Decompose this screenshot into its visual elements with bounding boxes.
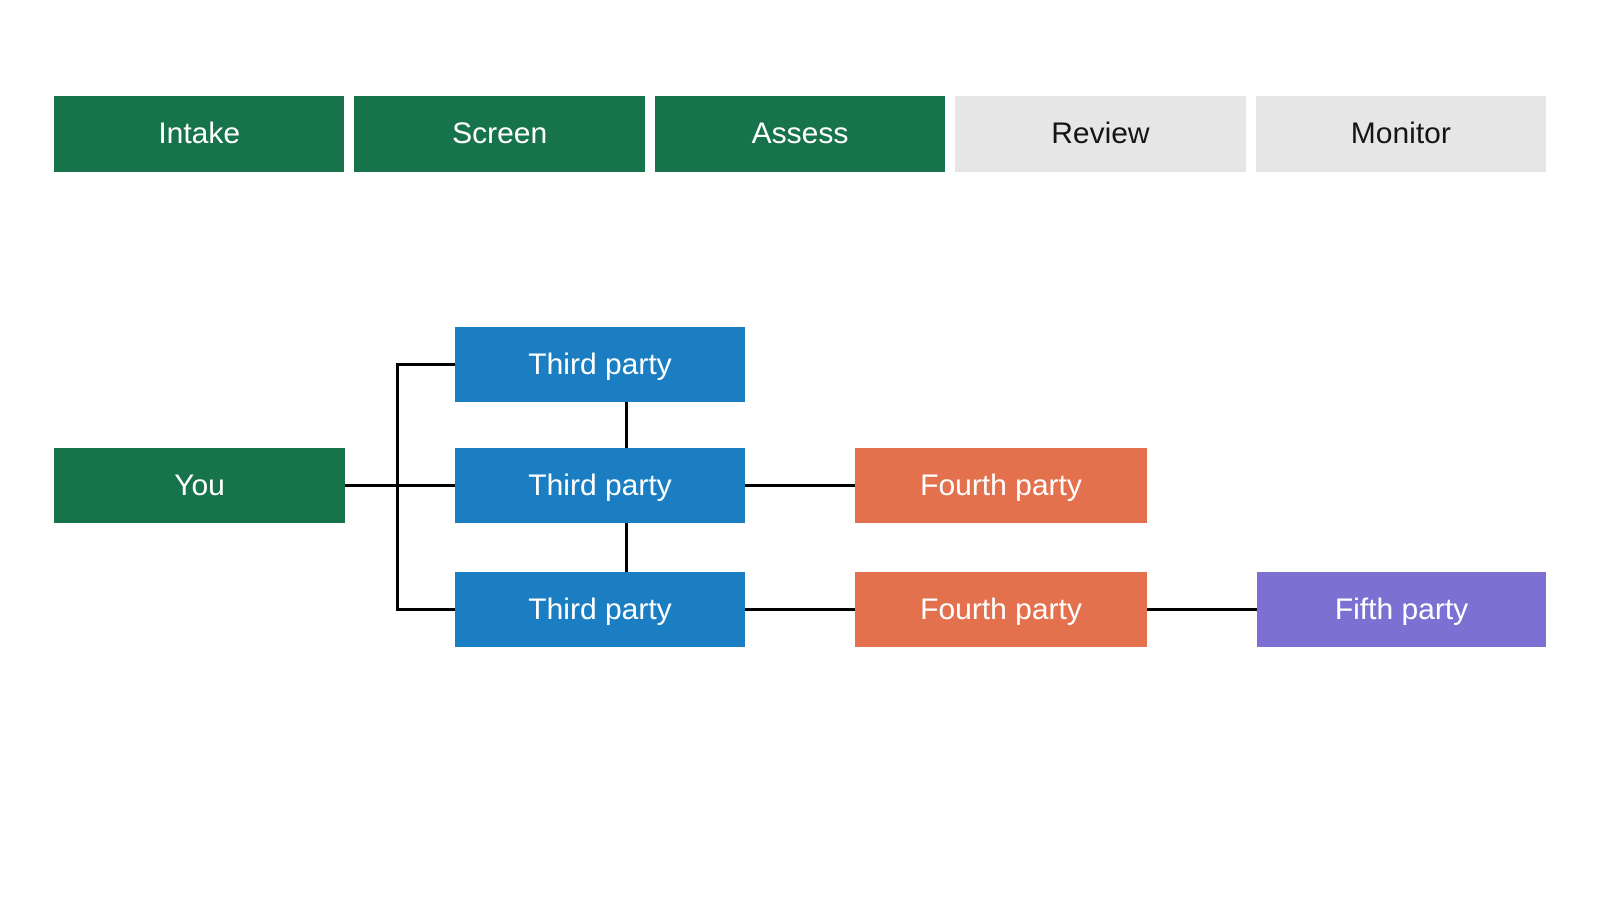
node-fourth-party-1: Fourth party xyxy=(855,448,1147,523)
node-you: You xyxy=(54,448,345,523)
stage-monitor[interactable]: Monitor xyxy=(1255,96,1547,172)
node-third-party-3: Third party xyxy=(455,572,745,647)
node-fifth-party-1: Fifth party xyxy=(1257,572,1546,647)
edge-fourth-party-2-fifth-party-1 xyxy=(1147,608,1257,611)
edge-third-party-1-third-party-2 xyxy=(625,402,628,448)
node-third-party-2: Third party xyxy=(455,448,745,523)
edge-third-party-3-fourth-party-2 xyxy=(745,608,855,611)
edge-trunk-vertical xyxy=(396,363,399,611)
node-third-party-1: Third party xyxy=(455,327,745,402)
stage-bar: Intake Screen Assess Review Monitor xyxy=(54,96,1547,172)
edge-third-party-2-fourth-party-1 xyxy=(745,484,855,487)
node-fourth-party-2: Fourth party xyxy=(855,572,1147,647)
stage-assess[interactable]: Assess xyxy=(654,96,946,172)
stage-intake[interactable]: Intake xyxy=(54,96,345,172)
edge-you-third-party-2 xyxy=(345,484,455,487)
edge-you-third-party-1 xyxy=(396,363,455,366)
edge-third-party-2-third-party-3 xyxy=(625,523,628,572)
stage-screen[interactable]: Screen xyxy=(354,96,645,172)
edge-you-third-party-3 xyxy=(396,608,455,611)
stage-review[interactable]: Review xyxy=(955,96,1246,172)
